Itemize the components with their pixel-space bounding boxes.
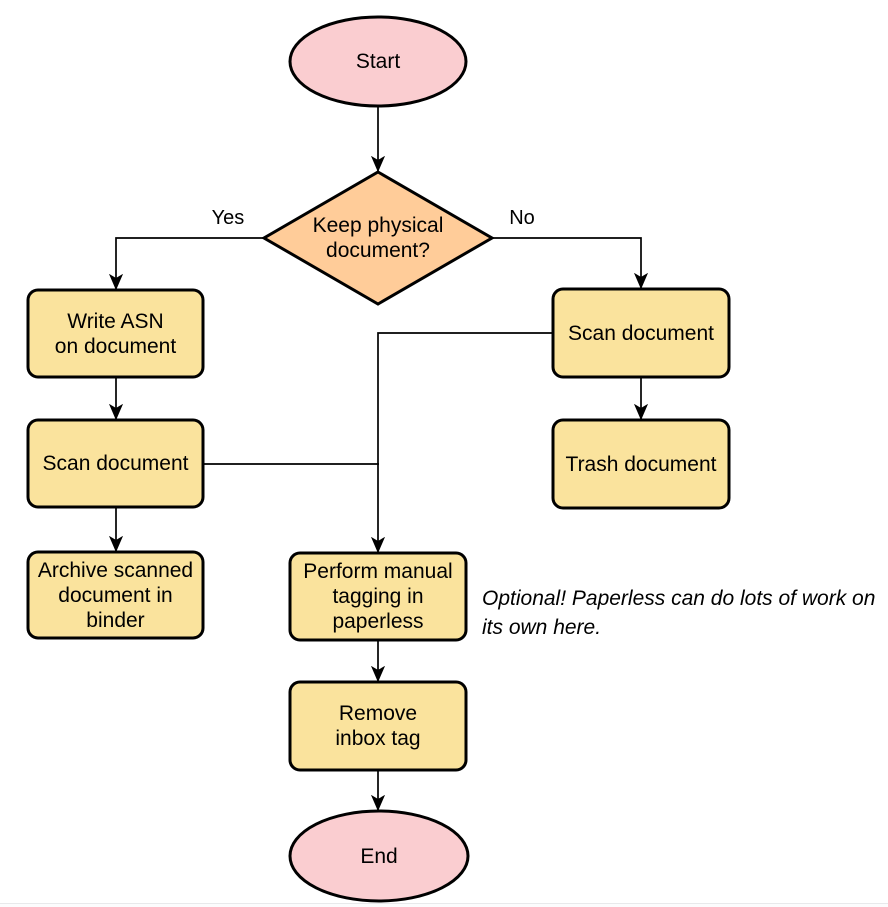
write-asn-node [26,288,205,379]
edge-decision-no-to-scan-right [492,237,641,288]
end-node [288,809,470,903]
trash-node [551,418,731,510]
scan-left-node [26,418,205,509]
edge-decision-yes-to-write-asn [116,237,264,289]
remove-inbox-node [288,680,468,772]
scan-right-node [551,287,731,379]
start-node [288,15,468,108]
archive-node [26,550,205,640]
decision-node [261,170,495,306]
edge-scan-right-to-tag [378,332,553,552]
page-bottom-strip [0,904,888,907]
tag-node [288,551,468,642]
page-bottom-border [0,903,888,904]
